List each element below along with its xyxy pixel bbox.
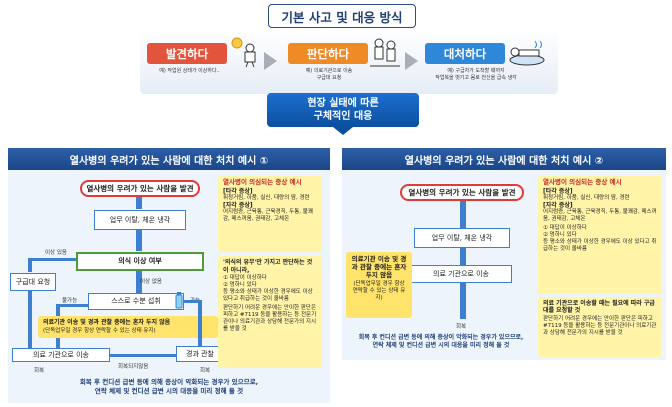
step-cope-note: 예) 구급차가 도착할 때까지 작업복을 벗기고 몸로 전신을 급속 냉각 [435,68,517,81]
right-bottom-note: 회복 후 컨디션 급변 등에 의해 증상이 악화되는 경우가 있으므로, 연락 … [346,334,536,350]
left-judgement-item-1: ① 대답이 이상하다 [223,275,267,281]
step-judge: 판단하다 [288,43,368,64]
right-bottom-line-2: 연락 체제 및 컨디션 급변 시의 대응을 미리 정해 둘 것 [372,342,510,349]
left-possible-down [198,302,202,346]
right-symptom-g1-text: 휘청거림, 하품, 실신, 대량의 땀, 경련 [543,195,630,201]
left-judgement-item-2: ② 멍하니 있다 [223,282,257,288]
left-symptom-g2-text: 어지럼증, 근육통, 근육경직, 두통, 불쾌감, 메스꺼움, 권태감, 고체온 [223,209,313,222]
callout-line-2: 구체적인 대응 [313,111,373,122]
right-hospital-note-text: 판단하기 어려운 경우에는 안이한 판단은 피하고 #7119 등을 활용하는 … [543,316,657,336]
left-bottom-line-1: 회복 후 컨디션 급변 등에 의해 증상이 악화되는 경우가 있으므로, [79,378,259,386]
right-hospital-note: 의료 기관으로 이송할 때는 필요에 따라 구급대를 요청할 것 판단하기 어려… [538,297,662,357]
left-bottom-note: 회복 후 컨디션 급변 등에 의해 증상이 악화되는 경우가 있으므로, 연락 … [12,378,326,396]
water-bottle-icon [175,292,183,309]
right-symptom-note: 열사병이 의심되는 증상 예시 [타각 증상] 휘청거림, 하품, 실신, 대량… [538,176,662,294]
callout-tip [333,127,353,135]
right-arrow-2 [460,248,466,265]
label-impossible: 불가능 [62,298,78,304]
right-symptom-item-2: ② 멍하니 있다 [543,232,577,238]
cooling-icon [509,40,545,66]
step-judge-note: 예) 의료기관으로 이송 구급대 요청 [305,68,353,81]
left-symptom-note: 열사병이 의심되는 증상 예시 [타각 증상] 휘청거림, 하품, 실신, 대량… [218,176,322,252]
left-never-alone-title: 의료기관 이송 및 경과 관찰 중에는 혼자 두지 않음 [43,319,171,326]
left-arrow-3 [136,271,142,293]
callout-line-1: 현장 실태에 따른 [307,98,379,109]
left-node-consciousness: 의식 이상 여부 [76,252,204,271]
right-never-alone-sub: (단독업무일 경우 항상 연락할 수 있는 상태 유지) [352,281,406,301]
left-branch-down [28,258,32,272]
right-node-hospital: 의료 기관으로 이송 [410,265,512,283]
left-never-alone-note: 의료기관 이송 및 경과 관찰 중에는 혼자 두지 않음 (단독업무일 경우 항… [38,316,218,338]
right-symptom-g2: [자각 증상] [543,202,573,209]
right-symptom-text: 등 평소와 상태가 이상한 경우에도 이상 있다고 취급하는 것이 올바름 [543,239,657,252]
label-normal: 이상 없음 [140,279,162,285]
label-recover-2: 회복 [200,368,211,374]
right-arrow-1 [460,201,466,228]
right-node-cooling: 업무 이탈, 체온 냉각 [414,228,510,248]
left-ambulance-down [28,291,32,348]
left-symptom-g2: [자각 증상] [223,202,253,209]
right-symptom-g1: [타각 증상] [543,188,573,195]
step-arrow-2 [405,52,418,70]
right-node-discover: 열사병의 우려가 있는 사람을 발견 [400,184,524,201]
left-judgement-text-1: 등 평소와 상태가 이상한 경우에도 이상 있다고 취급하는 것이 올바름 [223,289,313,302]
left-judgement-text-2: 판단하기 어려운 경우에는 안이한 판단은 피하고 #7119 등을 활용하는 … [223,305,317,332]
left-judgement-title: '의식의 유무'만 가지고 판단하는 것이 아니라, [223,259,313,274]
left-symptom-g1: [타각 증상] [223,188,253,195]
left-node-observe: 경과 관찰 [176,346,224,362]
left-bottom-line-2: 연락 체제 및 컨디션 급변 시의 대응을 미리 정해 둘 것 [94,387,244,395]
left-symptom-g1-text: 휘청거림, 하품, 실신, 대량의 땀, 경련 [223,195,310,201]
callout-banner: 현장 실태에 따른 구체적인 대응 [267,93,419,127]
left-symptom-title: 열사병이 의심되는 증상 예시 [223,178,302,186]
right-panel-title: 열사병의 우려가 있는 사람에 대한 처치 예시 ② [342,148,666,170]
left-node-ambulance: 구급대 요청 [10,273,56,291]
right-never-alone-title: 의료기관 이송 및 경과 관찰 중에는 혼자 두지 않음 [351,255,407,279]
step-discover-note: 예) 작업원 상태가 이상하다.. [159,68,220,74]
label-not-recovered: 회복되지않음 [118,364,149,370]
page-title: 기본 사고 및 대응 방식 [268,4,416,28]
left-panel-title: 열사병의 우려가 있는 사람에 대한 처치 예시 ① [8,148,330,170]
right-never-alone-note: 의료기관 이송 및 경과 관찰 중에는 혼자 두지 않음 (단독업무일 경우 항… [346,252,412,318]
left-node-drink: 스스로 수분 섭취 [88,293,184,310]
workers-icon [370,38,400,67]
right-symptom-item-1: ① 대답이 이상하다 [543,225,587,231]
left-possible-line [184,300,202,303]
label-abnormal: 이상 있음 [45,250,67,256]
left-impossible-line [56,304,88,307]
left-arrow-1 [136,196,142,209]
left-node-discover: 열사병의 우려가 있는 사람을 발견 [80,180,200,197]
left-judgement-note: '의식의 유무'만 가지고 판단하는 것이 아니라, ① 대답이 이상하다 ② … [218,256,322,368]
right-bottom-line-1: 회복 후 컨디션 급변 등에 의해 증상이 악화되는 경우가 있으므로, [358,334,524,341]
label-recover-1: 회복 [34,368,45,374]
right-symptom-title: 열사병이 의심되는 증상 예시 [543,178,622,186]
left-never-alone-sub: (단독업무일 경우 항상 연락할 수 있는 상태 유지) [43,328,156,334]
right-label-recover: 회복 [456,324,467,330]
left-node-cooling: 업무 이탈, 체온 냉각 [94,210,186,230]
left-arrow-2 [136,230,142,251]
step-arrow-1 [264,52,277,70]
worker-sun-icon [231,37,256,68]
right-hospital-note-title: 의료 기관으로 이송할 때는 필요에 따라 구급대를 요청할 것 [543,300,655,314]
right-arrow-3 [460,283,466,319]
step-cope: 대처하다 [425,43,505,64]
step-discover: 발견하다 [147,43,227,64]
left-branch-line [30,258,76,261]
left-observe-to-hospital [110,354,176,357]
left-node-hospital: 의료 기관으로 이송 [12,348,110,362]
right-symptom-g2-text: 어지럼증, 근육통, 근육경직, 두통, 불쾌감, 메스꺼움, 권태감, 고체온 [543,209,657,222]
